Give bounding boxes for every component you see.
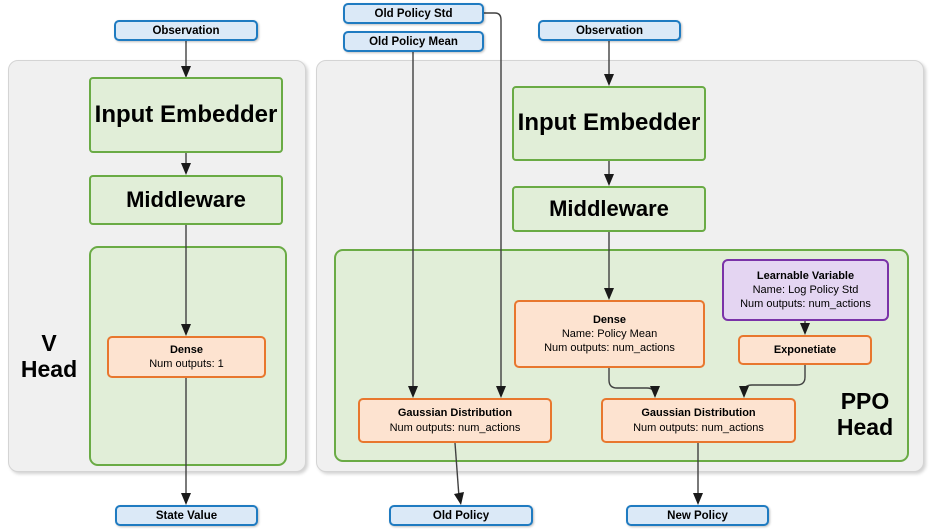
ppo-head-label: PPO Head xyxy=(820,388,910,441)
output-new-policy-label: New Policy xyxy=(667,509,728,522)
ppo-head-dense-title: Dense xyxy=(592,313,627,326)
ppo-head-dense-name: Name: Policy Mean xyxy=(561,327,658,340)
input-old-policy-mean-label: Old Policy Mean xyxy=(369,35,458,48)
v-head-middleware-label: Middleware xyxy=(126,186,246,212)
v-head-dense-num-outputs: Num outputs: 1 xyxy=(149,358,224,370)
output-state-value[interactable]: State Value xyxy=(115,505,258,526)
input-observation-right-label: Observation xyxy=(575,24,644,37)
v-head-label-line1: V xyxy=(41,330,57,356)
v-head-label: V Head xyxy=(10,330,88,383)
ppo-head-learnable-variable[interactable]: Learnable Variable Name: Log Policy Std … xyxy=(722,259,889,321)
ppo-head-middleware-label: Middleware xyxy=(549,195,669,221)
ppo-head-gaussian-new-num-outputs: Num outputs: num_actions xyxy=(633,421,764,434)
ppo-head-input-embedder[interactable]: Input Embedder xyxy=(512,86,706,161)
ppo-head-learnable-variable-name: Name: Log Policy Std xyxy=(752,283,859,296)
input-old-policy-std-label: Old Policy Std xyxy=(374,7,453,20)
ppo-head-label-line1: PPO xyxy=(840,388,890,414)
ppo-head-exponetiate-title: Exponetiate xyxy=(773,343,837,356)
input-observation-left[interactable]: Observation xyxy=(114,20,258,41)
ppo-head-dense-policy-mean[interactable]: Dense Name: Policy Mean Num outputs: num… xyxy=(514,300,705,368)
ppo-head-learnable-variable-title: Learnable Variable xyxy=(756,269,855,282)
ppo-head-exponetiate[interactable]: Exponetiate xyxy=(738,335,872,365)
v-head-input-embedder-label: Input Embedder xyxy=(94,100,278,128)
ppo-head-gaussian-new[interactable]: Gaussian Distribution Num outputs: num_a… xyxy=(601,398,796,443)
v-head-dense-title: Dense xyxy=(169,343,204,356)
ppo-head-label-line2: Head xyxy=(836,414,894,441)
output-new-policy[interactable]: New Policy xyxy=(626,505,769,526)
ppo-head-gaussian-old-num-outputs: Num outputs: num_actions xyxy=(389,421,521,434)
output-state-value-label: State Value xyxy=(155,509,218,522)
ppo-head-gaussian-old[interactable]: Gaussian Distribution Num outputs: num_a… xyxy=(358,398,552,443)
ppo-head-gaussian-new-title: Gaussian Distribution xyxy=(641,407,756,420)
ppo-head-dense-num-outputs: Num outputs: num_actions xyxy=(544,342,675,355)
v-head-dense[interactable]: Dense Num outputs: 1 xyxy=(107,336,266,378)
v-head-middleware[interactable]: Middleware xyxy=(89,175,283,225)
input-observation-left-label: Observation xyxy=(152,24,220,37)
input-old-policy-std[interactable]: Old Policy Std xyxy=(343,3,484,24)
v-head-input-embedder[interactable]: Input Embedder xyxy=(89,77,283,153)
ppo-head-input-embedder-label: Input Embedder xyxy=(517,109,701,137)
ppo-head-middleware[interactable]: Middleware xyxy=(512,186,706,232)
input-old-policy-mean[interactable]: Old Policy Mean xyxy=(343,31,484,52)
v-head-label-line2: Head xyxy=(20,356,78,383)
ppo-head-learnable-variable-num-outputs: Num outputs: num_actions xyxy=(740,298,871,311)
input-observation-right[interactable]: Observation xyxy=(538,20,681,41)
output-old-policy[interactable]: Old Policy xyxy=(389,505,533,526)
output-old-policy-label: Old Policy xyxy=(432,509,490,522)
ppo-head-gaussian-old-title: Gaussian Distribution xyxy=(397,407,513,420)
